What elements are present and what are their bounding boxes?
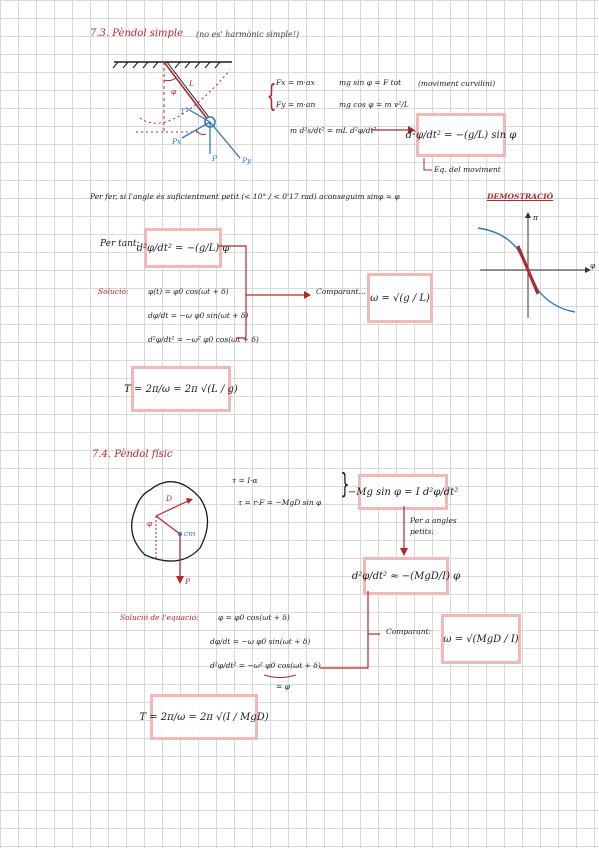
period-box: T = 2π/ω = 2π √(L / g) bbox=[124, 366, 238, 412]
torque-line-1: τ = I·α bbox=[232, 476, 258, 485]
equation-of-motion-box: d²φ/dt² = −(g/L) sin φ bbox=[406, 113, 516, 157]
eq-fx: Fx = m·ax bbox=[276, 78, 315, 87]
sol2-line-1: φ = φ0 cos(ωt + δ) bbox=[218, 613, 290, 622]
omega-box-2: ω = √(MgD / I) bbox=[441, 614, 521, 664]
sol-line-1: φ(t) = φ0 cos(ωt + δ) bbox=[148, 287, 229, 296]
heading-note: (no es' harmònic simple!) bbox=[196, 30, 300, 39]
label-Py: Py bbox=[242, 156, 252, 165]
sol-line-3: d²φ/dt² = −ω² φ0 cos(ωt + δ) bbox=[148, 335, 259, 344]
sol-line-2: dφ/dt = −ω φ0 sin(ωt + δ) bbox=[148, 311, 249, 320]
solution-label: Solució: bbox=[98, 287, 129, 296]
label-cm: cm bbox=[184, 529, 196, 538]
graph-y-label: π bbox=[533, 213, 538, 222]
label-L: L bbox=[189, 79, 194, 88]
graph-x-label: φ bbox=[590, 261, 596, 270]
omega-box: ω = √(g / L) bbox=[367, 273, 433, 323]
sol2-line-3: d²φ/dt² = −ω² φ0 cos(ωt + δ) bbox=[210, 661, 321, 670]
linear-eq-box: d²φ/dt² = −(g/L) φ bbox=[137, 228, 229, 268]
comparant-label: Comparant... bbox=[316, 287, 366, 296]
section-heading-simple-pendulum: 7.3. Pèndol simple bbox=[90, 28, 184, 39]
torque-eq-box: −Mg sin φ = I d²φ/dt² bbox=[348, 474, 458, 510]
label-Px: Px bbox=[172, 137, 182, 146]
comparant-label-2: Comparant: bbox=[386, 627, 432, 636]
section-heading-physical-pendulum: 7.4. Pèndol físic bbox=[92, 449, 173, 460]
small-angle-note: Per a angles petits: bbox=[410, 516, 457, 536]
brace-right: } bbox=[340, 467, 350, 500]
brace-left: { bbox=[266, 79, 277, 114]
note-curvilinear: (moviment curvilini) bbox=[418, 79, 496, 88]
eq-fy-rhs: mg cos φ = m v²/L bbox=[339, 100, 409, 109]
small-angle-text: Per fer, si l'angle és suficientment pet… bbox=[90, 192, 400, 201]
eq-note: Eq. del moviment bbox=[434, 165, 501, 174]
eq-phi: = φ bbox=[276, 682, 290, 691]
eq-fx-rhs: mg sin φ = F tot bbox=[339, 78, 402, 87]
physical-linear-eq-box: d²φ/dt² ≈ −(MgD/I) φ bbox=[352, 557, 460, 595]
torque-line-2: τ = r·F = −MgD sin φ bbox=[238, 498, 322, 507]
period-box-2: T = 2π/ω = 2π √(I / MgD) bbox=[139, 694, 269, 740]
label-D: D bbox=[166, 494, 173, 503]
demo-label: DEMOSTRACIÓ bbox=[487, 192, 554, 201]
eq-newton: m d²s/dt² = mL d²φ/dt² bbox=[290, 126, 377, 135]
eq-fy: Fy = m·an bbox=[276, 100, 316, 109]
solution-label-2: Solució de l'equació: bbox=[120, 613, 199, 622]
sol2-line-2: dφ/dt = −ω φ0 sin(ωt + δ) bbox=[210, 637, 311, 646]
label-phi-2: φ bbox=[147, 519, 153, 528]
label-T: T bbox=[180, 107, 186, 116]
label-P-2: P bbox=[185, 577, 191, 586]
label-P: P bbox=[212, 154, 218, 163]
per-tant-label: Per tant: bbox=[100, 239, 140, 249]
label-phi: φ bbox=[171, 87, 177, 96]
